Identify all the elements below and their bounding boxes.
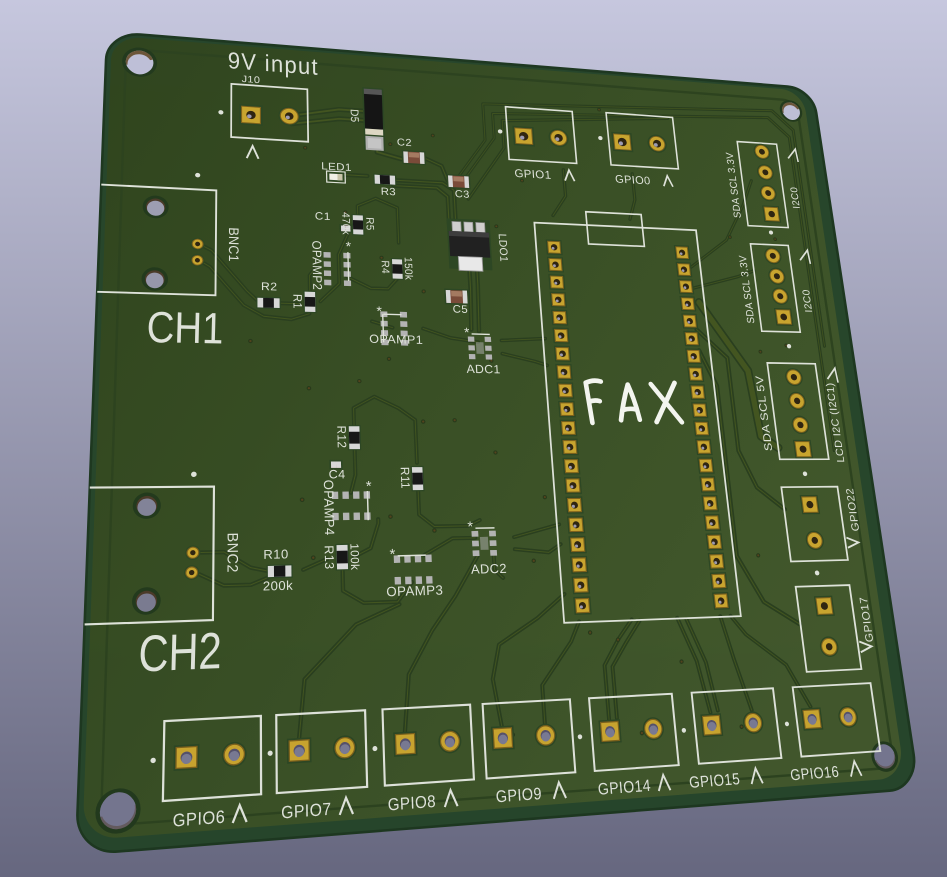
svg-text:GPIO1: GPIO1: [514, 167, 552, 182]
svg-text:GPIO7: GPIO7: [281, 798, 332, 822]
svg-text:GPIO8: GPIO8: [387, 791, 436, 814]
svg-text:R13: R13: [322, 545, 337, 570]
svg-text:R12: R12: [334, 425, 349, 448]
svg-text:C3: C3: [455, 188, 470, 200]
svg-text:OPAMP1: OPAMP1: [369, 332, 423, 347]
svg-text:GPIO6: GPIO6: [173, 807, 226, 831]
svg-text:C4: C4: [329, 467, 346, 481]
svg-text:GPIO9: GPIO9: [495, 784, 542, 806]
svg-text:GPIO0: GPIO0: [615, 174, 652, 188]
svg-text:150k: 150k: [401, 257, 413, 281]
svg-text:BNC1: BNC1: [226, 227, 242, 262]
svg-text:OPAMP2: OPAMP2: [309, 240, 325, 290]
svg-text:R2: R2: [261, 280, 278, 293]
svg-text:*: *: [376, 304, 383, 319]
svg-text:R3: R3: [380, 186, 396, 198]
svg-text:C2: C2: [397, 137, 412, 149]
svg-text:R4: R4: [379, 260, 391, 274]
svg-text:*: *: [345, 239, 352, 254]
svg-text:I2C0: I2C0: [801, 289, 815, 312]
svg-text:200k: 200k: [263, 578, 293, 594]
svg-text:J10: J10: [242, 75, 261, 86]
svg-text:100k: 100k: [347, 543, 361, 570]
svg-text:*: *: [464, 325, 471, 340]
svg-text:ADC1: ADC1: [466, 362, 501, 376]
svg-text:CH1: CH1: [146, 302, 224, 353]
svg-text:R1: R1: [290, 294, 304, 309]
svg-text:LDO1: LDO1: [496, 233, 510, 262]
svg-text:*: *: [366, 479, 373, 495]
svg-text:C5: C5: [452, 304, 468, 316]
svg-text:ADC2: ADC2: [471, 561, 508, 577]
svg-text:D5: D5: [347, 109, 360, 123]
svg-text:470k: 470k: [339, 212, 351, 236]
svg-text:*: *: [467, 519, 474, 535]
svg-text:R10: R10: [263, 546, 288, 561]
svg-text:*: *: [389, 546, 396, 563]
svg-text:GPIO16: GPIO16: [789, 764, 840, 785]
svg-text:OPAMP3: OPAMP3: [386, 582, 444, 599]
svg-text:R11: R11: [398, 467, 413, 489]
svg-text:C1: C1: [315, 211, 331, 223]
svg-text:LED1: LED1: [321, 161, 352, 174]
svg-text:I2C0: I2C0: [789, 186, 803, 209]
svg-text:OPAMP4: OPAMP4: [321, 480, 337, 536]
svg-text:GPIO15: GPIO15: [688, 770, 741, 792]
svg-text:BNC2: BNC2: [223, 532, 239, 573]
svg-text:CH2: CH2: [138, 623, 223, 684]
svg-text:R5: R5: [363, 217, 375, 231]
svg-text:GPIO14: GPIO14: [597, 777, 651, 799]
